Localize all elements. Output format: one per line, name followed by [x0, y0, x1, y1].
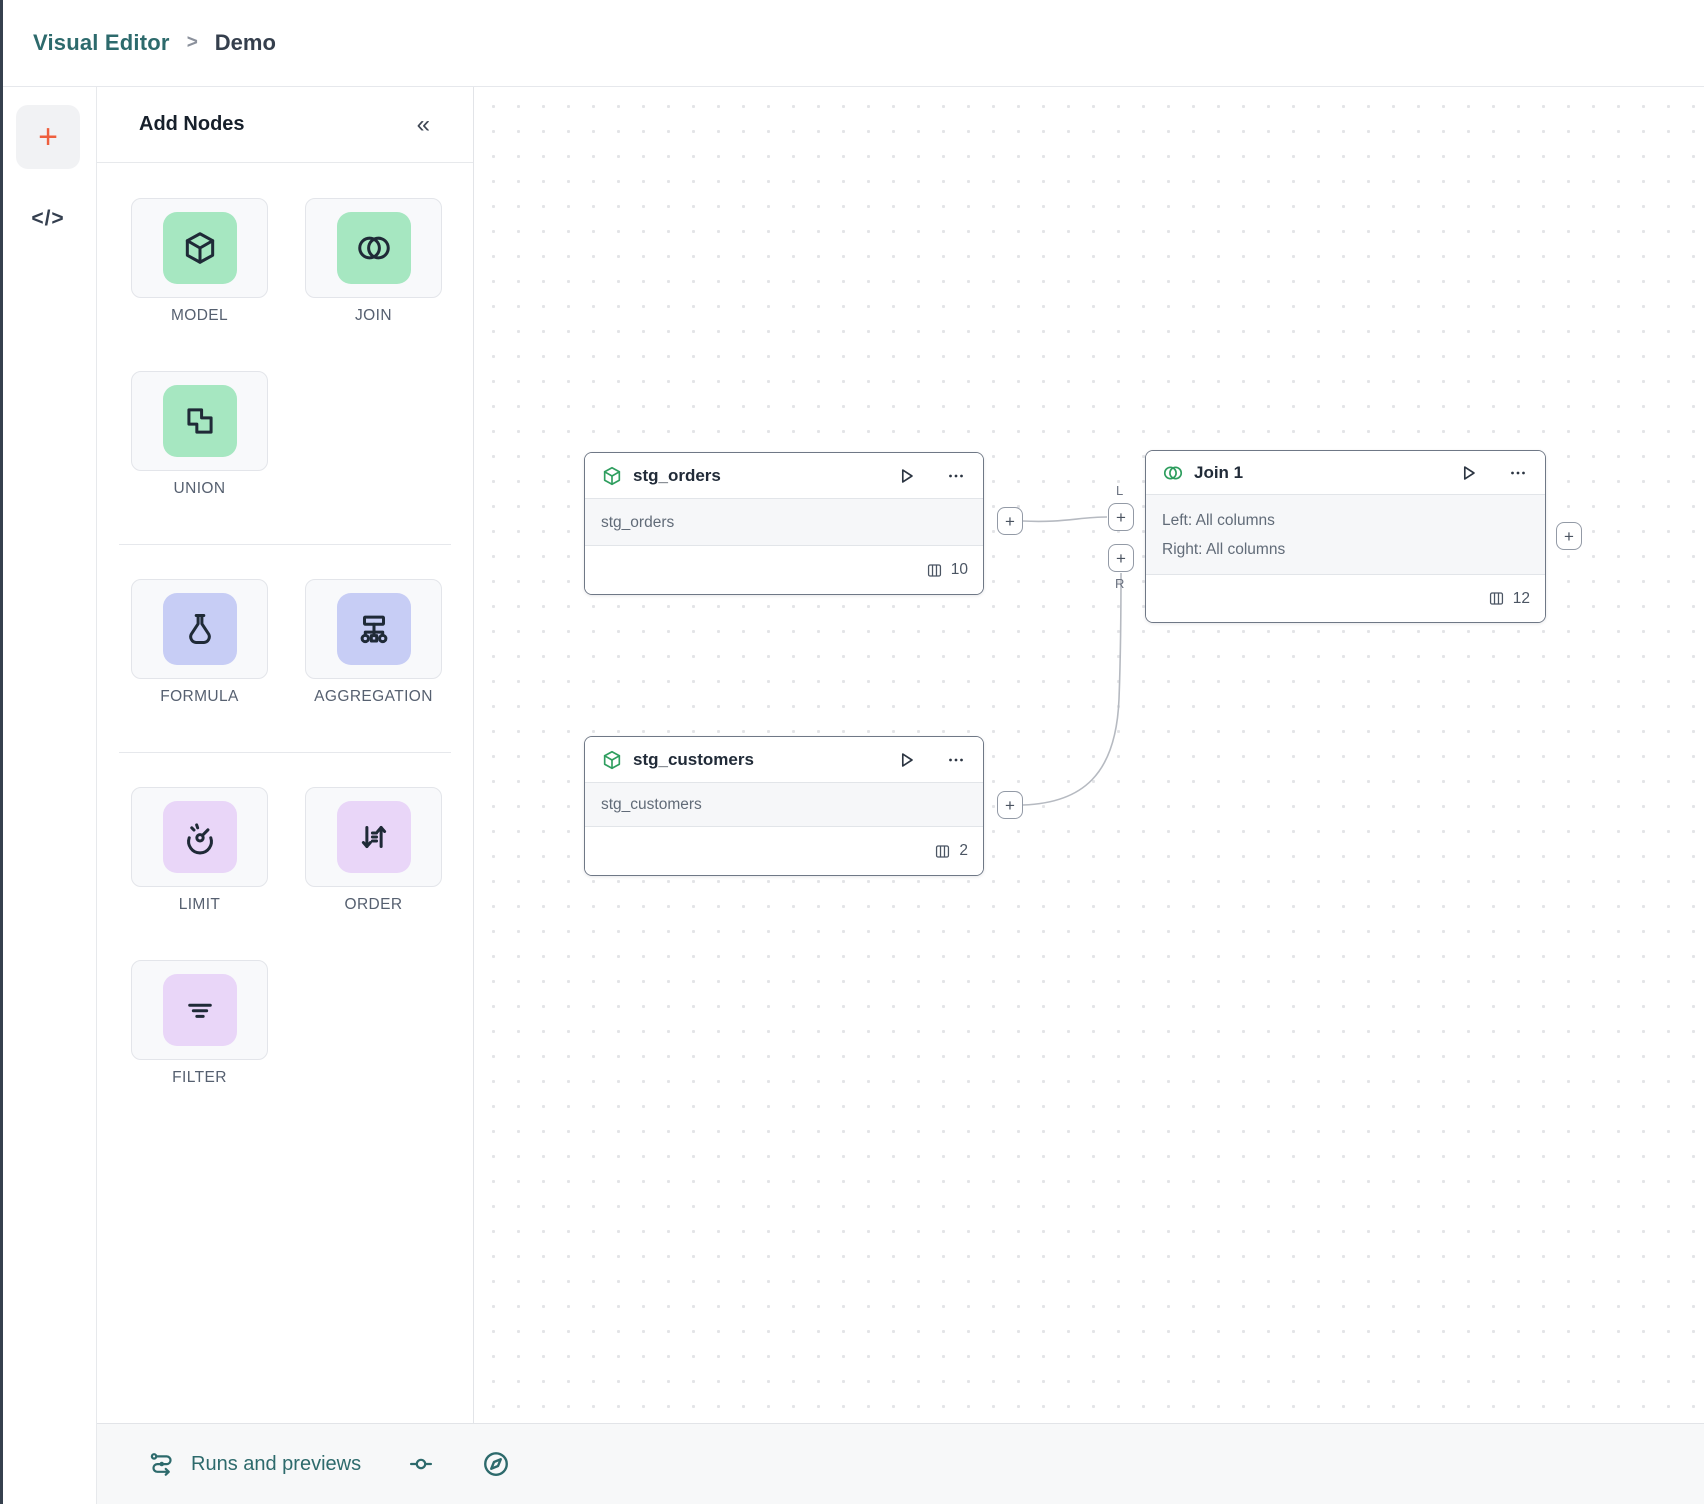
add-button[interactable]: +: [16, 105, 80, 169]
node-title: stg_orders: [633, 465, 721, 485]
tile-order-label: ORDER: [344, 896, 403, 913]
breadcrumb-demo: Demo: [214, 30, 276, 55]
columns-icon: [936, 844, 950, 858]
join-right-port-label: R: [1115, 576, 1125, 591]
panel-group-divider: [119, 544, 451, 545]
node-title: Join 1: [1194, 462, 1244, 482]
column-count: 2: [959, 842, 968, 859]
tile-model-label: MODEL: [170, 307, 229, 324]
node-source-row[interactable]: stg_orders: [601, 513, 675, 531]
ellipsis-icon: [1511, 471, 1525, 474]
cube-icon: [162, 212, 237, 284]
tile-limit[interactable]: [131, 787, 268, 887]
node-title: stg_customers: [633, 749, 754, 769]
compass-icon[interactable]: [481, 1449, 511, 1479]
node-stg-customers[interactable]: stg_customers stg_customers 2: [584, 736, 984, 876]
tile-aggregation[interactable]: [305, 579, 442, 679]
flow-canvas[interactable]: stg_orders stg_orders 10: [474, 87, 1704, 1504]
edges-layer: [1022, 516, 1122, 806]
collapse-panel-icon[interactable]: «: [416, 110, 431, 138]
tile-union-label: UNION: [173, 480, 226, 497]
tile-filter-label: FILTER: [172, 1069, 227, 1086]
flask-icon: [162, 593, 237, 665]
tile-join[interactable]: [305, 198, 442, 298]
add-nodes-panel: Add Nodes « MODEL: [97, 87, 474, 1504]
edge-orders-to-join-left: [1022, 516, 1108, 523]
tile-aggregation-label: AGGREGATION: [314, 688, 433, 705]
panel-group-divider: [119, 752, 451, 753]
tile-union[interactable]: [131, 371, 268, 471]
run-node-button[interactable]: [895, 465, 917, 487]
runs-route-icon: [150, 1453, 172, 1476]
ellipsis-icon: [949, 474, 963, 477]
node-join-1[interactable]: Join 1 Left: All columns Right: All colu…: [1145, 450, 1546, 623]
gauge-icon: [162, 801, 237, 873]
port-customers-output[interactable]: +: [997, 791, 1023, 819]
node-menu-button[interactable]: [945, 465, 967, 487]
run-node-button[interactable]: [895, 749, 917, 771]
column-count: 12: [1512, 589, 1530, 607]
panel-title: Add Nodes: [139, 113, 245, 135]
breadcrumb: Visual Editor > Demo: [0, 0, 1704, 87]
tile-formula[interactable]: [131, 579, 268, 679]
tile-formula-label: FORMULA: [160, 688, 239, 705]
play-icon: [901, 752, 913, 767]
bottom-bar: Runs and previews: [97, 1423, 1704, 1504]
tile-join-label: JOIN: [355, 307, 392, 324]
play-icon: [1463, 465, 1475, 480]
column-count: 10: [950, 561, 968, 578]
join-left-row[interactable]: Left: All columns: [1162, 511, 1275, 529]
sort-arrows-icon: [336, 801, 411, 873]
code-view-button[interactable]: </>: [31, 207, 65, 230]
play-icon: [901, 468, 913, 483]
breadcrumb-visual-editor[interactable]: Visual Editor: [33, 30, 170, 55]
commit-icon[interactable]: [407, 1450, 435, 1478]
runs-and-previews-label: Runs and previews: [191, 1452, 362, 1475]
node-menu-button[interactable]: [945, 749, 967, 771]
filter-lines-icon: [162, 974, 237, 1046]
node-menu-button[interactable]: [1507, 462, 1529, 484]
node-stg-orders[interactable]: stg_orders stg_orders 10: [584, 452, 984, 595]
join-circles-icon: [1163, 465, 1183, 480]
tile-filter[interactable]: [131, 960, 268, 1060]
sitemap-icon: [336, 593, 411, 665]
run-node-button[interactable]: [1457, 462, 1479, 484]
tile-order[interactable]: [305, 787, 442, 887]
union-shape-icon: [162, 385, 237, 457]
join-circles-icon: [336, 212, 411, 284]
columns-icon: [1489, 592, 1503, 605]
breadcrumb-separator: >: [186, 32, 198, 53]
columns-icon: [927, 563, 941, 577]
model-cube-icon: [603, 750, 621, 769]
join-right-row[interactable]: Right: All columns: [1162, 540, 1286, 558]
join-left-port-label: L: [1116, 483, 1124, 498]
ellipsis-icon: [949, 758, 963, 761]
tile-limit-label: LIMIT: [178, 896, 221, 913]
port-join-right-input[interactable]: +: [1108, 544, 1134, 572]
node-source-row[interactable]: stg_customers: [601, 796, 702, 813]
window-edge-divider: [0, 0, 3, 1504]
edge-customers-to-join-right: [1022, 572, 1122, 806]
model-cube-icon: [603, 466, 621, 485]
port-join-output[interactable]: +: [1556, 522, 1582, 550]
runs-and-previews-button[interactable]: Runs and previews: [147, 1450, 361, 1478]
port-orders-output[interactable]: +: [997, 507, 1023, 535]
tile-model[interactable]: [131, 198, 268, 298]
port-join-left-input[interactable]: +: [1108, 503, 1134, 531]
left-rail: + </>: [0, 87, 97, 1504]
